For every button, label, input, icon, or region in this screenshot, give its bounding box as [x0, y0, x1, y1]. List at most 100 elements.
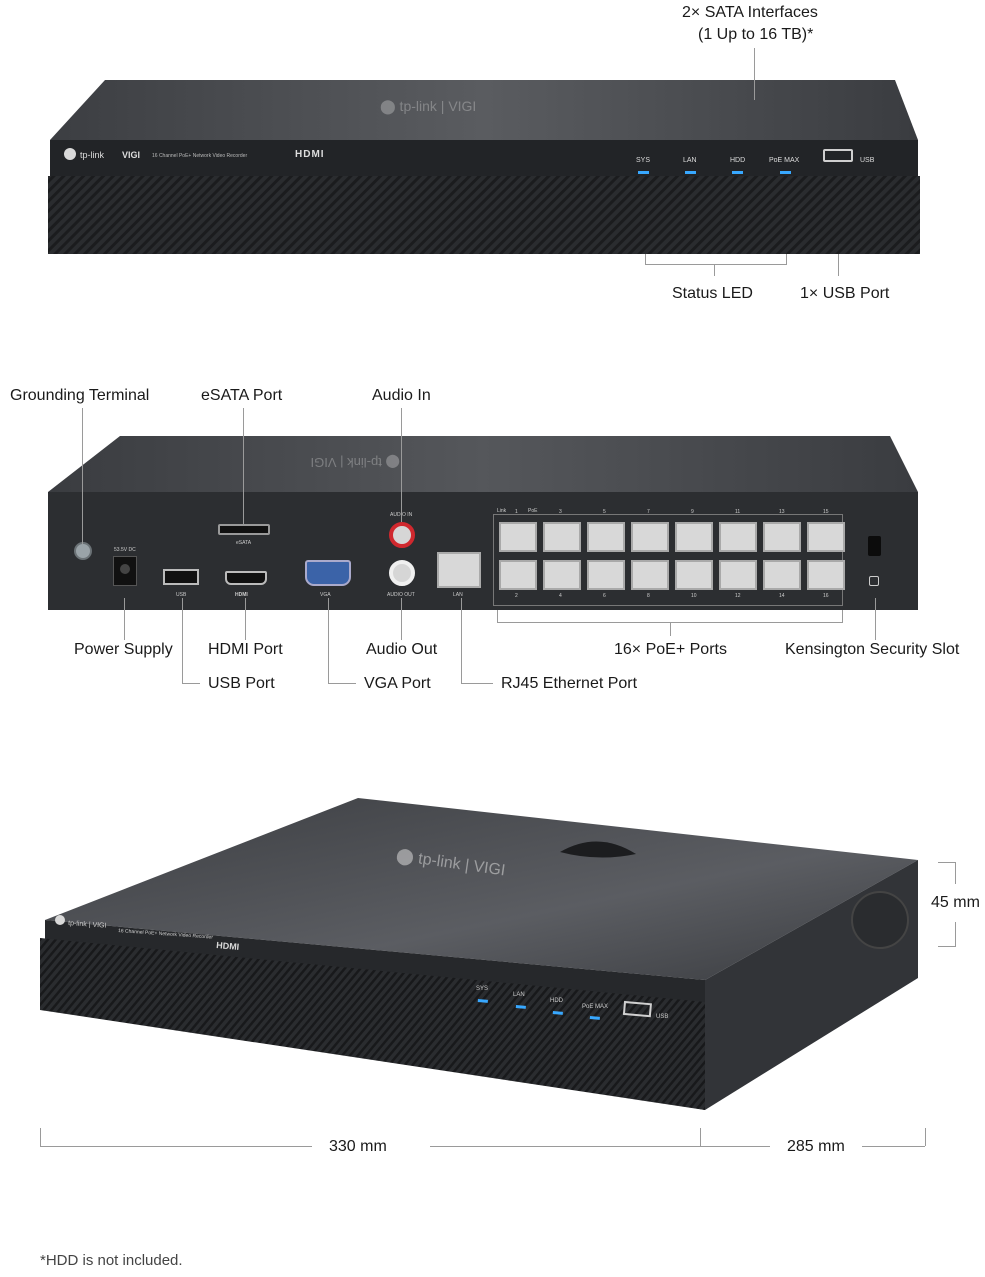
hdmi-port-icon — [225, 571, 267, 585]
leader-hdmi — [245, 598, 246, 640]
svg-text:tp-link | VIGI: tp-link | VIGI — [68, 920, 107, 930]
esata-label: eSATA — [236, 540, 252, 546]
dim-width-left-tick — [40, 1128, 41, 1146]
front-device-illustration: ⬤ tp-link | VIGI — [48, 80, 920, 254]
angled-device-illustration: ⬤ tp-link | VIGI tp-link | VIGI 16 Chann… — [40, 798, 918, 1110]
leader-sata — [754, 48, 755, 100]
front-led-sys — [638, 171, 649, 174]
poe-port-icon — [675, 560, 713, 590]
poe-port-icon — [763, 560, 801, 590]
callout-vga: VGA Port — [364, 675, 431, 692]
angled-usb-label: USB — [656, 1014, 669, 1020]
callout-audio-in: Audio In — [372, 387, 431, 404]
vga-label: VGA — [320, 592, 331, 598]
kensington-slot-icon — [868, 536, 881, 556]
callout-kensington: Kensington Security Slot — [785, 641, 960, 658]
callout-esata: eSATA Port — [201, 387, 283, 404]
poe-port-number: 16 — [823, 593, 829, 599]
poe-port-number: 8 — [647, 593, 650, 599]
angled-front-grille — [40, 938, 705, 1110]
angled-led-lan-label: LAN — [513, 992, 525, 998]
svg-text:⬤ tp-link | VIGI: ⬤ tp-link | VIGI — [380, 98, 476, 115]
front-usb-label: USB — [860, 157, 875, 164]
poe-port-icon — [587, 560, 625, 590]
fan-vent-icon — [851, 891, 909, 949]
poe-port-number: 9 — [691, 509, 694, 515]
leader-status-bracket-right — [786, 254, 787, 265]
callout-grounding: Grounding Terminal — [10, 387, 150, 404]
leader-status-bracket-bottom — [645, 264, 787, 265]
leader-audio-out — [401, 598, 402, 640]
link-label: Link — [497, 508, 507, 514]
front-led-lan — [685, 171, 696, 174]
front-model: 16 Channel PoE+ Network Video Recorder — [152, 153, 248, 159]
lan-port-icon — [437, 552, 481, 588]
angled-top-lid — [45, 798, 918, 980]
leader-status-stem — [714, 264, 715, 276]
front-led-hdd — [732, 171, 743, 174]
poe-port-number: 7 — [647, 509, 650, 515]
poe-port-icon — [543, 560, 581, 590]
leader-status-bracket-left — [645, 254, 646, 265]
dim-height-v2 — [955, 922, 956, 946]
dim-depth-line-left — [700, 1146, 770, 1147]
poe-port-icon — [719, 522, 757, 552]
poe-port-icon — [763, 522, 801, 552]
angled-led-sys-label: SYS — [476, 986, 489, 992]
poe-port-number: 15 — [823, 509, 829, 515]
rear-usb-label: USB — [176, 592, 187, 598]
callout-sata-line1: 2× SATA Interfaces — [682, 4, 818, 21]
front-vent-grille — [48, 176, 920, 254]
poe-port-icon — [719, 560, 757, 590]
front-led-lan-label: LAN — [683, 157, 697, 164]
leader-poe-bracket-right — [842, 610, 843, 622]
leader-usb-h — [182, 683, 200, 684]
rear-hdmi-label: HDMI — [235, 592, 248, 598]
leader-usb-v — [182, 598, 183, 683]
poe-port-number: 6 — [603, 593, 606, 599]
front-usb-port — [823, 149, 853, 162]
dim-height-label: 45 mm — [931, 894, 980, 911]
audio-out-label: AUDIO OUT — [387, 592, 415, 598]
dim-depth-line-right — [862, 1146, 925, 1147]
front-hdmi-logo: HDMI — [295, 149, 325, 160]
leader-power — [124, 598, 125, 640]
callout-sata-line2: (1 Up to 16 TB)* — [698, 26, 814, 43]
footnote: *HDD is not included. — [40, 1252, 183, 1269]
leader-grounding — [82, 408, 83, 544]
callout-status-led: Status LED — [672, 285, 753, 302]
callout-audio-out: Audio Out — [366, 641, 438, 658]
leader-usb — [838, 254, 839, 276]
angled-led-poe-label: PoE MAX — [582, 1004, 609, 1010]
poe-port-icon — [807, 522, 845, 552]
rear-view: ⬤ tp-link | VIGI 53.5V DC eSATA USB HDMI… — [0, 380, 985, 700]
front-top-lid — [50, 80, 918, 140]
dim-height-top — [938, 862, 956, 863]
poe-label: PoE — [528, 508, 538, 514]
angled-view: ⬤ tp-link | VIGI tp-link | VIGI 16 Chann… — [0, 780, 985, 1180]
angled-led-hdd-label: HDD — [550, 998, 563, 1004]
leader-rj45-h — [461, 683, 493, 684]
poe-port-number: 4 — [559, 593, 562, 599]
leader-kensington — [875, 598, 876, 640]
poe-port-icon — [543, 522, 581, 552]
poe-port-number: 5 — [603, 509, 606, 515]
poe-port-icon — [499, 522, 537, 552]
callout-usb: USB Port — [208, 675, 275, 692]
front-view: ⬤ tp-link | VIGI tp-link VIGI 16 Channel… — [0, 0, 985, 320]
vga-port-icon — [305, 560, 351, 586]
poe-port-icon — [587, 522, 625, 552]
dim-width-label: 330 mm — [329, 1138, 387, 1155]
front-brand-logo-icon — [64, 148, 76, 160]
front-sub-brand: VIGI — [122, 150, 141, 160]
poe-port-number: 11 — [735, 509, 741, 515]
rear-usb-port-icon — [163, 569, 199, 585]
callout-hdmi: HDMI Port — [208, 641, 283, 658]
audio-in-jack-icon — [389, 522, 415, 548]
lock-icon — [869, 576, 879, 586]
callout-usb-port: 1× USB Port — [800, 285, 890, 302]
leader-vga-v — [328, 598, 329, 683]
poe-port-icon — [631, 560, 669, 590]
rear-device-illustration: ⬤ tp-link | VIGI — [48, 436, 918, 610]
poe-port-number: 1 — [515, 509, 518, 515]
